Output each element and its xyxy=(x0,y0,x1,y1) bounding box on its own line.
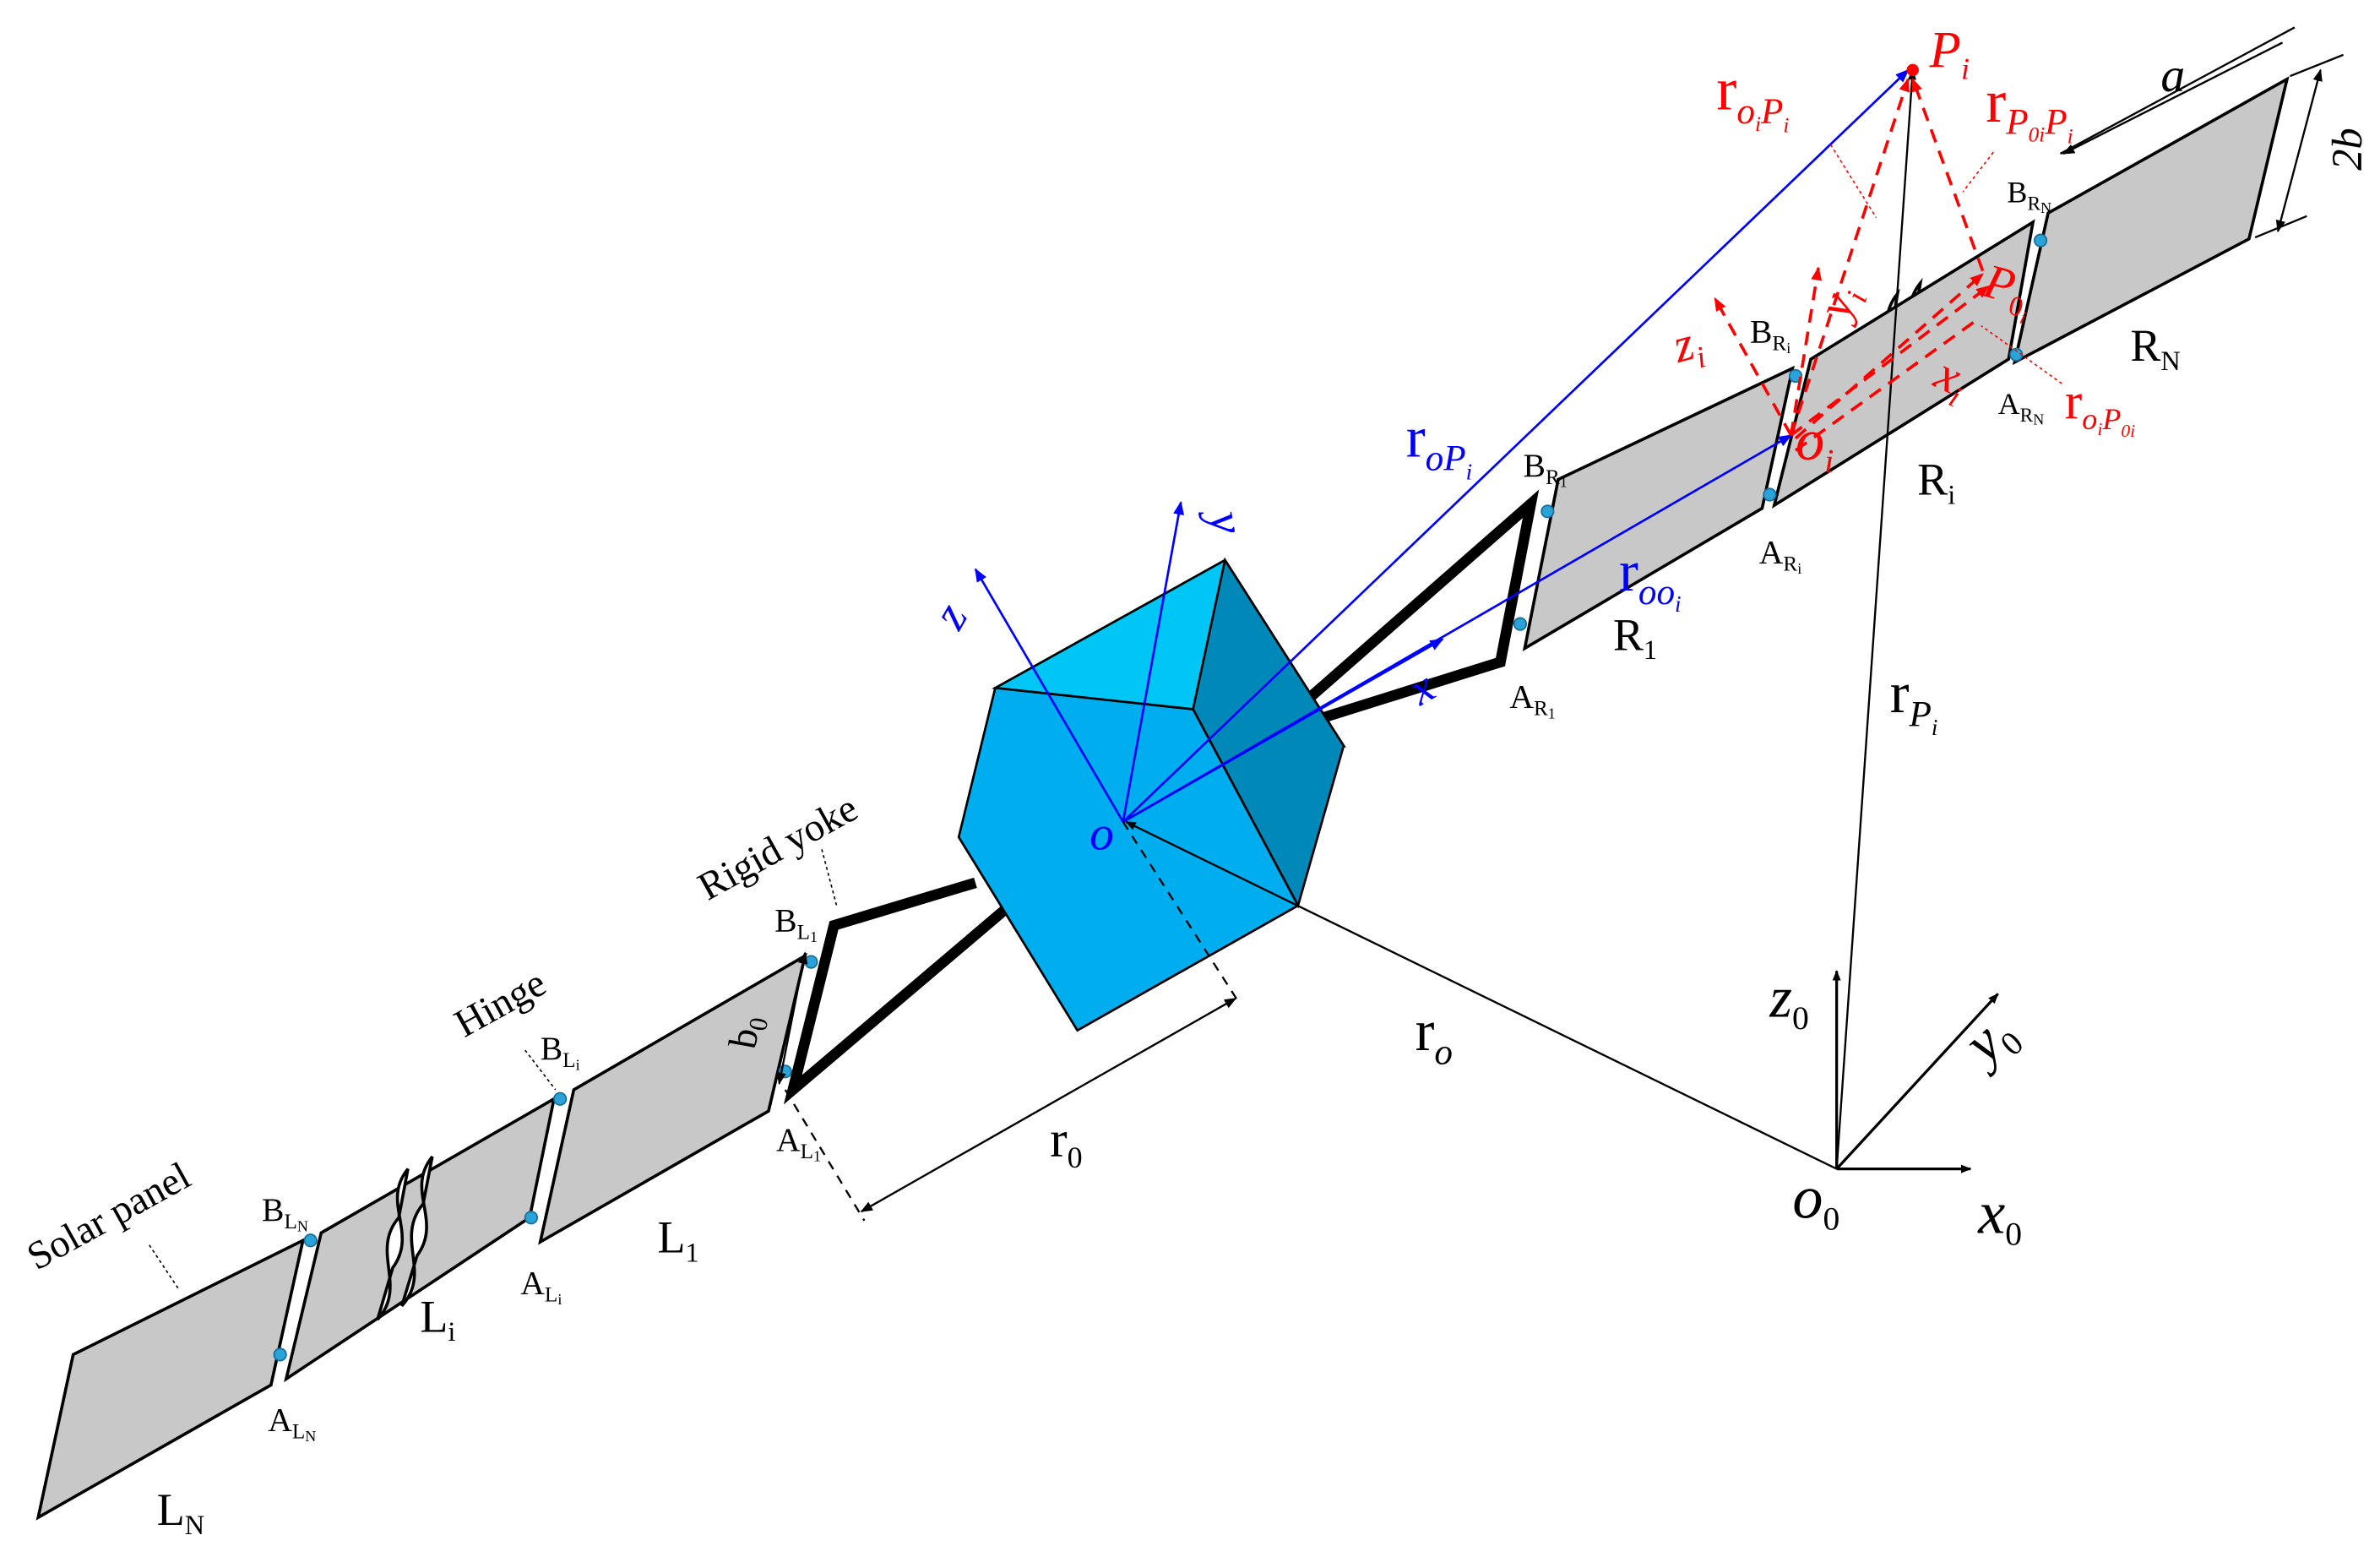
array-break-left xyxy=(376,1156,434,1321)
label-panel-Ri: Ri xyxy=(1917,455,1955,511)
vector-r-P0iPi xyxy=(1911,78,1985,272)
hinge-A-R1 xyxy=(1513,617,1528,631)
label-A-Ri: ARi xyxy=(1759,534,1801,578)
label-B-Ri: BRi xyxy=(1750,313,1790,357)
panel-y-axis xyxy=(1789,266,1823,436)
label-A-LN: ALN xyxy=(268,1401,316,1445)
hinge-B-L1 xyxy=(804,955,818,969)
leader-hinge xyxy=(524,1049,557,1091)
label-A-R1: AR1 xyxy=(1509,678,1555,722)
hinge-A-Li xyxy=(524,1211,539,1225)
hinge-dots xyxy=(273,233,2048,1362)
label-hinge: Hinge xyxy=(448,961,553,1046)
panel-Ri xyxy=(1771,219,2035,509)
y0-axis xyxy=(1835,993,1999,1170)
label-r-oiP0i: roiP0i xyxy=(2065,373,2135,441)
label-r-oPi: roPi xyxy=(1406,405,1472,484)
dimension-b0 xyxy=(776,951,808,1086)
panel-x-axis-parallel xyxy=(1794,319,1976,452)
leader-lines xyxy=(149,849,838,1292)
label-A-RN: ARN xyxy=(1998,387,2045,428)
leader-rigid-yoke xyxy=(821,849,838,907)
label-r-ooi: rooi xyxy=(1619,539,1682,617)
label-body-origin: o xyxy=(1089,807,1114,860)
vector-r-o xyxy=(1125,820,1838,1170)
label-panel-LN: LN xyxy=(157,1484,204,1541)
label-r0: r0 xyxy=(1050,1111,1082,1174)
label-o0: o0 xyxy=(1792,1163,1839,1237)
label-panel-L1: L1 xyxy=(657,1212,698,1269)
label-panel-Li: Li xyxy=(420,1291,455,1347)
blue-labels: z y x o rooi roPi xyxy=(922,405,1682,860)
hinge-A-LN xyxy=(273,1347,287,1362)
hinge-B-RN xyxy=(2033,233,2048,248)
inertial-frame xyxy=(1125,68,1999,1173)
label-o-i: oi xyxy=(1796,408,1834,479)
label-body-y: y xyxy=(1198,504,1254,538)
label-P-0i: P0i xyxy=(1975,254,2039,328)
hinge-B-R1 xyxy=(1540,504,1555,519)
red-leader-lines xyxy=(1829,144,2062,384)
vector-r-Pi xyxy=(1835,68,1916,1169)
panel-LN xyxy=(35,1237,306,1521)
label-B-LN: BLN xyxy=(262,1191,308,1235)
right-solar-array xyxy=(1522,76,2290,652)
cube-front-face xyxy=(957,686,1300,1032)
vector-r-oiP0i xyxy=(1794,272,1984,440)
label-z0: z0 xyxy=(1769,965,1808,1036)
label-solar-panel: Solar panel xyxy=(20,1154,198,1279)
vector-r-ooi xyxy=(1122,434,1793,824)
label-B-L1: BL1 xyxy=(774,902,818,946)
label-B-R1: BR1 xyxy=(1524,447,1568,491)
panel-frame xyxy=(1713,78,1991,452)
label-r-Pi: rPi xyxy=(1890,661,1938,740)
label-A-Li: ALi xyxy=(520,1264,562,1308)
dimension-r0 xyxy=(784,821,1242,1222)
panel-RN xyxy=(2012,76,2290,366)
vector-r-oiPi xyxy=(1789,78,1910,436)
label-x0: x0 xyxy=(1977,1179,2022,1252)
panel-L1 xyxy=(538,952,807,1245)
label-y0: y0 xyxy=(1948,999,2030,1083)
label-dim-2b: 2b xyxy=(2323,128,2371,170)
label-panel-z: zi xyxy=(1666,315,1709,380)
point-Pi xyxy=(1906,63,1919,77)
label-body-z: z xyxy=(922,595,978,639)
label-B-RN: BRN xyxy=(2007,176,2051,217)
label-dim-a: a xyxy=(2160,49,2185,102)
body-y-axis xyxy=(1122,500,1184,823)
label-A-L1: AL1 xyxy=(776,1121,821,1165)
vector-r-oPi xyxy=(1122,68,1910,823)
body-frame xyxy=(974,68,1910,824)
label-B-Li: BLi xyxy=(541,1030,580,1074)
label-panel-R1: R1 xyxy=(1613,609,1657,666)
hinge-A-Ri xyxy=(1763,487,1777,502)
label-r-P0iPi: rP0iPi xyxy=(1986,68,2073,148)
satellite-body xyxy=(957,557,1346,1032)
leader-solar-panel xyxy=(149,1244,181,1292)
hinge-B-Li xyxy=(553,1092,568,1106)
label-P-i: Pi xyxy=(1929,21,1970,85)
panel-z-axis xyxy=(1713,297,1793,437)
label-r-oiPi: roiPi xyxy=(1716,56,1789,138)
dimension-2b xyxy=(2254,53,2345,239)
hinge-B-LN xyxy=(303,1233,318,1248)
label-panel-RN: RN xyxy=(2130,320,2180,377)
rigid-yoke-right xyxy=(1269,489,1540,739)
panel-R1 xyxy=(1522,365,1795,652)
hinge-B-Ri xyxy=(1788,368,1803,384)
label-r-o: ro xyxy=(1416,999,1453,1072)
dimension-a xyxy=(2059,26,2296,155)
panel-x-axis xyxy=(1790,285,1991,437)
label-rigid-yoke: Rigid yoke xyxy=(691,786,865,909)
rigid-yoke-left xyxy=(783,877,1008,1105)
label-panel-y: yi xyxy=(1807,278,1874,330)
body-z-axis xyxy=(974,568,1124,823)
